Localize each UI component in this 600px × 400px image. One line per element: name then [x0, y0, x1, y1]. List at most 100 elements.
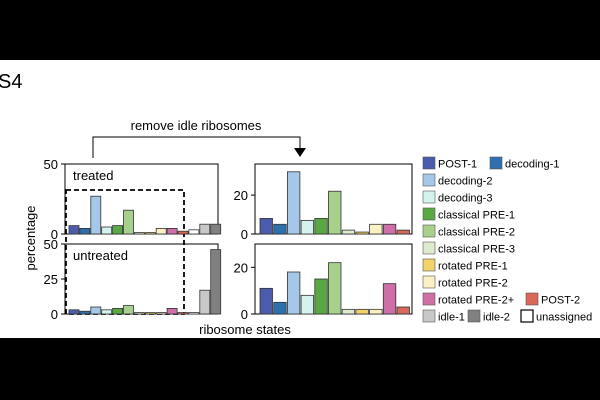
legend-swatch — [422, 275, 436, 289]
bar-decoding-2 — [286, 271, 301, 315]
figure-canvas: S4 remove idle ribosomes percentage ribo… — [0, 60, 600, 338]
legend-label: rotated PRE-2 — [438, 278, 508, 290]
bar-post-1 — [259, 287, 273, 315]
y-tick-label: 20 — [234, 260, 248, 275]
legend-swatch — [525, 292, 539, 306]
bar-classical-pre-3 — [133, 232, 145, 235]
bar-classical-pre-3 — [341, 308, 356, 315]
bar-decoding-2 — [90, 306, 102, 315]
bar-idle-1 — [199, 223, 211, 235]
bar-decoding-1 — [79, 227, 91, 235]
figure-label: S4 — [0, 71, 22, 93]
legend-swatch — [422, 190, 436, 204]
legend-swatch — [467, 309, 481, 323]
bar-decoding-1 — [79, 310, 91, 315]
legend-label: idle-2 — [483, 312, 510, 324]
legend-item-unassigned: unassigned — [520, 309, 592, 324]
legend-swatch — [422, 258, 436, 272]
bar-classical-pre-1 — [314, 278, 328, 315]
bar-rotated-pre-1 — [355, 308, 369, 315]
bar-idle-2 — [210, 249, 222, 315]
panel-right-bottom: 0 20 — [234, 243, 413, 322]
legend-item-decoding-1: decoding-1 — [489, 156, 559, 171]
bar-unassigned — [188, 229, 200, 235]
bar-classical-pre-2 — [328, 190, 342, 235]
legend-label: decoding-1 — [505, 159, 559, 171]
bar-classical-pre-3 — [341, 229, 356, 235]
bar-rotated-pre-2- — [382, 283, 397, 315]
legend-swatch — [422, 292, 436, 306]
bar-post-1 — [68, 225, 80, 235]
bar-idle-2 — [210, 223, 222, 235]
legend-label: decoding-3 — [438, 193, 492, 205]
bar-classical-pre-2 — [328, 262, 342, 315]
legend-label: POST-2 — [541, 295, 580, 307]
bar-decoding-3 — [300, 294, 315, 315]
legend-label: classical PRE-1 — [438, 210, 515, 222]
bar-classical-pre-3 — [133, 312, 145, 315]
bar-decoding-3 — [101, 309, 113, 315]
legend-item-classical-pre-3: classical PRE-3 — [422, 241, 515, 256]
legend-label: classical PRE-2 — [438, 227, 515, 239]
legend-swatch — [422, 309, 436, 323]
legend-label: classical PRE-3 — [438, 244, 515, 256]
y-tick-label: 20 — [234, 188, 248, 203]
legend-label: rotated PRE-1 — [438, 261, 508, 273]
arrow-label: remove idle ribosomes — [131, 118, 262, 133]
remove-idle-arrow — [92, 136, 306, 158]
bar-classical-pre-2 — [123, 209, 134, 235]
y-tick-label: 25 — [44, 272, 58, 287]
bar-rotated-pre-1 — [144, 232, 156, 235]
legend-swatch — [422, 173, 436, 187]
bar-rotated-pre-1 — [144, 312, 156, 315]
y-tick-label: 0 — [241, 307, 248, 322]
figure-svg: S4 remove idle ribosomes percentage ribo… — [0, 71, 592, 337]
bar-rotated-pre-2 — [155, 227, 167, 235]
x-axis-label: ribosome states — [199, 322, 291, 337]
legend-item-post-2: POST-2 — [525, 292, 580, 307]
legend-label: POST-1 — [438, 159, 477, 171]
y-tick-label: 0 — [51, 307, 58, 322]
legend-item-rotated-pre-2-: rotated PRE-2+ — [422, 292, 514, 307]
bar-post-1 — [68, 309, 80, 315]
bar-rotated-pre-2- — [382, 223, 397, 235]
legend-item-decoding-2: decoding-2 — [422, 173, 492, 188]
legend-swatch — [422, 156, 436, 170]
y-axis-label: percentage — [23, 205, 38, 270]
bar-rotated-pre-2- — [166, 227, 178, 235]
legend-label: decoding-2 — [438, 176, 492, 188]
legend-swatch — [422, 207, 436, 221]
legend-label: idle-1 — [438, 312, 465, 324]
legend-item-classical-pre-1: classical PRE-1 — [422, 207, 515, 222]
legend-swatch — [422, 224, 436, 238]
y-tick-label: 0 — [51, 227, 58, 242]
bar-post-2 — [396, 229, 410, 235]
legend-label: rotated PRE-2+ — [438, 295, 514, 307]
bar-post-2 — [396, 306, 410, 315]
legend-item-idle-2: idle-2 — [467, 309, 510, 324]
legend-swatch — [520, 309, 534, 323]
bar-decoding-2 — [286, 171, 301, 235]
legend-item-rotated-pre-1: rotated PRE-1 — [422, 258, 508, 273]
y-tick-label: 0 — [241, 227, 248, 242]
bar-classical-pre-2 — [123, 305, 134, 315]
bar-rotated-pre-2 — [369, 308, 383, 315]
bar-rotated-pre-2 — [155, 312, 167, 315]
bar-idle-1 — [199, 289, 211, 315]
y-tick-label: 50 — [44, 237, 58, 252]
panel-left-bottom: 0 25 50 untreated — [44, 237, 222, 322]
bar-post-2 — [177, 230, 189, 235]
bar-post-2 — [177, 312, 189, 315]
bar-rotated-pre-2 — [369, 223, 383, 235]
legend-swatch — [489, 156, 503, 170]
legend-item-post-1: POST-1 — [422, 156, 477, 171]
legend-item-decoding-3: decoding-3 — [422, 190, 492, 205]
bar-decoding-1 — [273, 223, 287, 235]
bar-rotated-pre-1 — [355, 231, 369, 235]
bar-classical-pre-1 — [314, 218, 328, 235]
panel-label: untreated — [73, 248, 128, 263]
bar-post-1 — [259, 218, 273, 235]
bar-classical-pre-1 — [112, 307, 123, 315]
y-tick-label: 50 — [44, 157, 58, 172]
